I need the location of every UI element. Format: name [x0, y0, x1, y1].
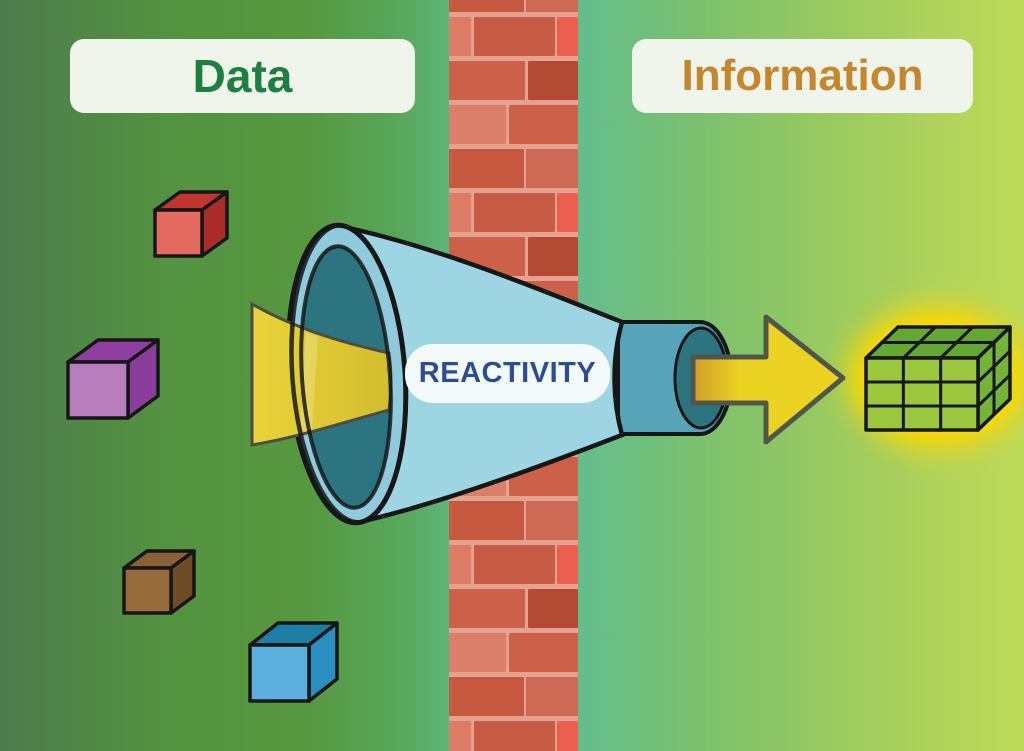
brick: [557, 545, 578, 584]
brick: [557, 17, 578, 56]
brick: [449, 105, 507, 144]
brick: [526, 0, 578, 12]
funnel-mouth-outer-edge: [289, 223, 358, 525]
brick: [527, 61, 578, 100]
brown-cube-front: [122, 566, 173, 615]
red-cube: [153, 190, 229, 258]
brick: [473, 193, 555, 232]
brown-cube: [122, 549, 196, 615]
brick: [449, 501, 524, 540]
brick: [526, 677, 578, 716]
brick: [449, 0, 524, 12]
brick: [449, 61, 526, 100]
information-label: Information: [681, 51, 924, 100]
blue-cube: [248, 621, 339, 703]
brick: [508, 633, 578, 672]
reactivity-label-box: REACTIVITY: [405, 344, 610, 403]
brick: [449, 721, 471, 751]
brick: [473, 545, 555, 584]
brick: [527, 237, 578, 276]
brick: [449, 677, 524, 716]
brick: [557, 721, 578, 751]
information-cube: [864, 325, 1012, 432]
output-arrow: [690, 314, 846, 445]
brick: [508, 105, 578, 144]
brick: [557, 193, 578, 232]
funnel-mouth-inner-edge: [299, 244, 393, 510]
data-label: Data: [192, 50, 293, 102]
data-cubes: [66, 190, 339, 703]
brick: [449, 149, 524, 188]
brick: [449, 193, 471, 232]
brick: [526, 149, 578, 188]
brick: [526, 501, 578, 540]
brick: [449, 633, 507, 672]
information-label-box: Information: [632, 39, 973, 113]
brick: [449, 589, 526, 628]
data-label-box: Data: [70, 39, 415, 113]
brick: [449, 545, 471, 584]
purple-cube-front: [66, 360, 130, 420]
brick: [473, 17, 555, 56]
brick: [527, 589, 578, 628]
red-cube-front: [153, 208, 204, 258]
information-cube-front: [864, 356, 980, 432]
reactivity-label: REACTIVITY: [418, 357, 597, 389]
blue-cube-front: [248, 643, 311, 703]
brick: [473, 721, 555, 751]
brick: [449, 17, 471, 56]
purple-cube: [66, 338, 160, 420]
